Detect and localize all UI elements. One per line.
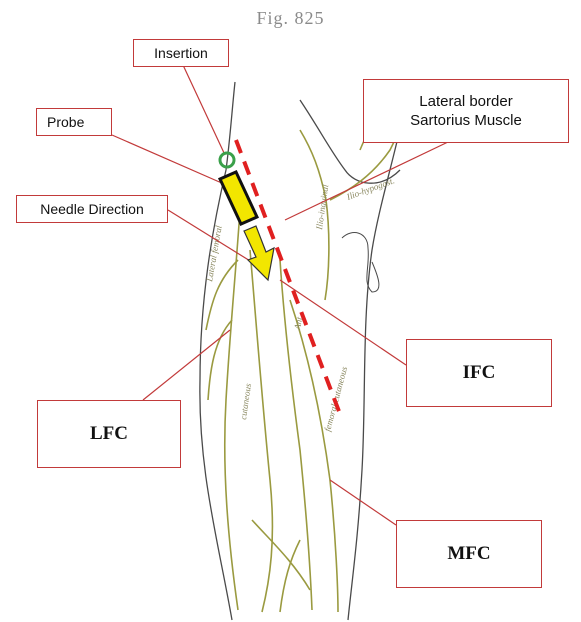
mfc-label: MFC: [447, 543, 490, 565]
lfc-callout: LFC: [37, 400, 181, 468]
needle-direction-callout: Needle Direction: [16, 195, 168, 223]
lateral-border-line1: Lateral border: [419, 92, 512, 111]
probe-marker: [220, 172, 257, 224]
lateral-border-line2: Sartorius Muscle: [410, 111, 522, 130]
mfc-callout: MFC: [396, 520, 542, 588]
lateral-femoral-label: Lateral femoral: [204, 224, 224, 283]
probe-label: Probe: [47, 114, 84, 130]
insertion-label: Insertion: [154, 45, 208, 61]
lateral-border-callout: Lateral border Sartorius Muscle: [363, 79, 569, 143]
nerve-branches: [206, 80, 410, 612]
lfc-label: LFC: [90, 423, 128, 445]
needle-direction-arrow: [244, 226, 274, 280]
needle-direction-label: Needle Direction: [40, 201, 144, 217]
insertion-callout: Insertion: [133, 39, 229, 67]
ifc-callout: IFC: [406, 339, 552, 407]
ifc-label: IFC: [463, 362, 496, 384]
cutaneous-label: cutaneous: [238, 382, 253, 420]
probe-callout: Probe: [36, 108, 112, 136]
